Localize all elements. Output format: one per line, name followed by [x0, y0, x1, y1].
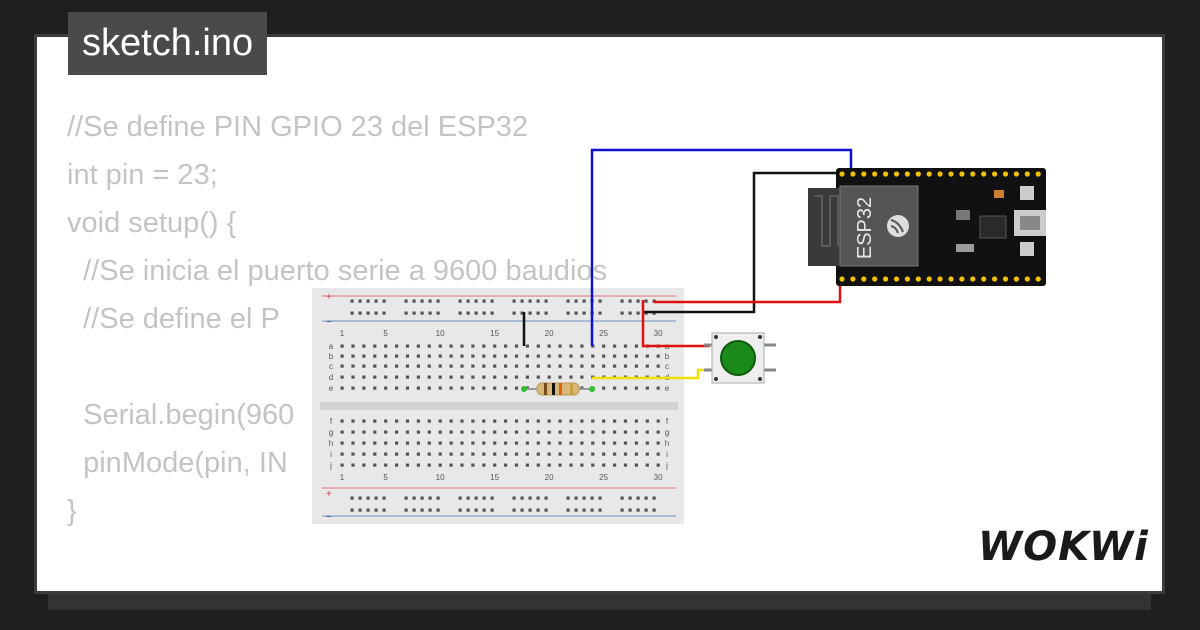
breadboard-label: i: [330, 450, 332, 459]
breadboard-label: 15: [490, 329, 499, 338]
breadboard-label: g: [329, 428, 333, 437]
code-line: void setup() {: [67, 207, 237, 239]
code-line: }: [67, 495, 77, 527]
svg-text:−: −: [326, 317, 332, 328]
breadboard-label: j: [665, 461, 668, 470]
wire-black-top[interactable]: [644, 171, 836, 314]
wire-blue[interactable]: [590, 148, 853, 346]
breadboard-label: b: [665, 352, 670, 361]
breadboard-label: 5: [383, 329, 388, 338]
code-line: Serial.begin(960: [67, 399, 295, 431]
resistor[interactable]: [521, 382, 595, 396]
espressif-logo-icon: [887, 215, 909, 237]
push-button[interactable]: [704, 332, 776, 384]
breadboard-label: 5: [383, 473, 388, 482]
breadboard-label: c: [665, 362, 669, 371]
breadboard-label: 25: [599, 473, 608, 482]
code-line: //Se define PIN GPIO 23 del ESP32: [67, 111, 529, 143]
breadboard-label: c: [329, 362, 333, 371]
esp32-label: ESP32: [854, 197, 876, 259]
code-line: pinMode(pin, IN: [67, 447, 288, 479]
breadboard-label: g: [665, 428, 669, 437]
code-editor: //Se define PIN GPIO 23 del ESP32 int pin…: [67, 103, 608, 591]
esp32-pin-headers: [839, 171, 1041, 282]
breadboard-label: f: [666, 417, 669, 426]
breadboard-label: 15: [490, 473, 499, 482]
svg-text:−: −: [326, 512, 332, 523]
breadboard-label: e: [665, 384, 670, 393]
breadboard-label: j: [329, 461, 332, 470]
breadboard-label: d: [329, 373, 333, 382]
breadboard-label: 1: [340, 473, 345, 482]
breadboard-label: b: [329, 352, 334, 361]
wire-red-top[interactable]: [654, 283, 842, 304]
breadboard-label: 10: [436, 473, 445, 482]
breadboard-label: a: [329, 342, 334, 351]
svg-text:+: +: [326, 292, 332, 303]
breadboard-label: 30: [654, 329, 663, 338]
card-shadow: [48, 594, 1151, 610]
filename-tab[interactable]: sketch.ino: [68, 12, 268, 75]
breadboard-label: 30: [654, 473, 663, 482]
breadboard-label: 20: [545, 329, 554, 338]
breadboard-label: 1: [340, 329, 345, 338]
breadboard-label: h: [329, 439, 333, 448]
breadboard-label: 25: [599, 329, 608, 338]
code-line: //Se inicia el puerto serie a 9600 baudi…: [67, 255, 608, 287]
breadboard-label: 10: [436, 329, 445, 338]
breadboard-label: f: [330, 417, 333, 426]
breadboard-label: i: [666, 450, 668, 459]
button-cap[interactable]: [720, 340, 756, 376]
code-line: int pin = 23;: [67, 159, 218, 191]
wire-red-button[interactable]: [641, 300, 710, 348]
breadboard-label: 20: [545, 473, 554, 482]
code-line: //Se define el P: [67, 303, 280, 335]
breadboard-holes: [340, 299, 660, 512]
svg-text:+: +: [326, 489, 332, 500]
esp32-board[interactable]: ESP32: [808, 168, 1046, 286]
breadboard-label: e: [329, 384, 334, 393]
wokwi-logo: WOKWi: [978, 524, 1149, 570]
breadboard-label: h: [665, 439, 669, 448]
